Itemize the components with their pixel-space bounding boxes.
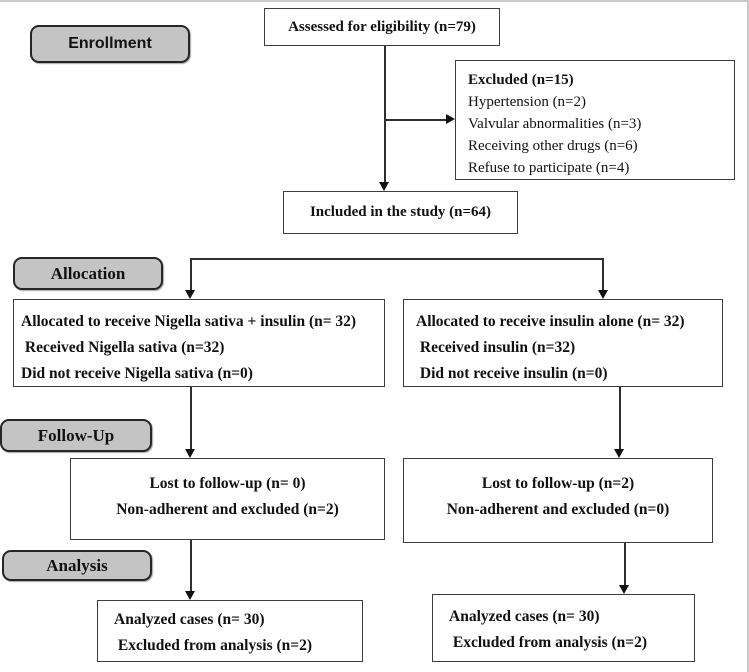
connector-alloc-followup-right <box>619 387 621 449</box>
allocation-left-line: Received Nigella sativa (n=32) <box>21 339 225 356</box>
followup-right-line: Non-adherent and excluded (n=0) <box>446 501 670 518</box>
allocation-right-line: Did not receive insulin (n=0) <box>416 365 608 382</box>
excluded-title: Excluded (n=15) <box>468 72 574 88</box>
box-followup-right: Lost to follow-up (n=2) Non-adherent and… <box>403 458 713 543</box>
box-assessed-eligibility: Assessed for eligibility (n=79) <box>264 8 500 46</box>
stage-label-analysis-text: Analysis <box>46 555 108 575</box>
analysis-right-line: Excluded from analysis (n=2) <box>449 634 648 651</box>
analysis-left-line: Analyzed cases (n= 30) <box>114 611 265 628</box>
box-allocation-left: Allocated to receive Nigella sativa + in… <box>13 299 385 387</box>
stage-label-followup: Follow-Up <box>0 419 152 452</box>
followup-left-line: Non-adherent and excluded (n=2) <box>116 501 339 518</box>
followup-left-line: Lost to follow-up (n= 0) <box>149 475 306 492</box>
connector-branch-right <box>602 258 604 291</box>
arrowhead-down-icon <box>598 290 608 299</box>
box-assessed-eligibility-text: Assessed for eligibility (n=79) <box>288 18 476 35</box>
arrowhead-right-icon <box>446 114 455 124</box>
box-included-study: Included in the study (n=64) <box>283 191 518 234</box>
box-followup-left: Lost to follow-up (n= 0) Non-adherent an… <box>70 458 385 540</box>
analysis-right-line: Analyzed cases (n= 30) <box>449 608 600 625</box>
stage-label-enrollment: Enrollment <box>30 25 190 63</box>
box-included-study-text: Included in the study (n=64) <box>309 204 492 220</box>
excluded-reason: Valvular abnormalities (n=3) <box>468 116 642 132</box>
box-allocation-right: Allocated to receive insulin alone (n= 3… <box>403 299 723 387</box>
stage-label-allocation-text: Allocation <box>50 263 126 283</box>
allocation-left-line: Allocated to receive Nigella sativa + in… <box>21 313 357 330</box>
allocation-right-line: Allocated to receive insulin alone (n= 3… <box>416 313 685 330</box>
stage-label-allocation: Allocation <box>13 257 163 290</box>
allocation-left-line: Did not receive Nigella sativa (n=0) <box>21 365 253 382</box>
box-excluded: Excluded (n=15) Hypertension (n=2) Valvu… <box>455 60 735 180</box>
stage-label-enrollment-text: Enrollment <box>68 35 152 52</box>
arrowhead-down-icon <box>185 591 195 600</box>
analysis-left-line: Excluded from analysis (n=2) <box>114 637 313 654</box>
excluded-reason: Refuse to participate (n=4) <box>468 160 630 176</box>
followup-right-line: Lost to follow-up (n=2) <box>481 475 635 492</box>
stage-label-followup-text: Follow-Up <box>37 425 115 445</box>
connector-followup-analysis-left <box>190 540 192 591</box>
connector-alloc-followup-left <box>190 387 192 449</box>
arrowhead-down-icon <box>379 182 389 191</box>
connector-branch-horizontal <box>190 258 604 260</box>
allocation-right-line: Received insulin (n=32) <box>416 339 576 356</box>
arrowhead-down-icon <box>614 449 624 458</box>
stage-label-analysis: Analysis <box>2 550 152 581</box>
connector-excluded <box>385 119 447 121</box>
box-analysis-left: Analyzed cases (n= 30) Excluded from ana… <box>97 600 363 662</box>
connector-branch-left <box>190 258 192 291</box>
excluded-reason: Receiving other drugs (n=6) <box>468 138 638 154</box>
excluded-reason: Hypertension (n=2) <box>468 94 587 110</box>
arrowhead-down-icon <box>185 290 195 299</box>
connector-followup-analysis-right <box>624 543 626 585</box>
arrowhead-down-icon <box>185 449 195 458</box>
connector-assessed-included <box>384 46 386 184</box>
box-analysis-right: Analyzed cases (n= 30) Excluded from ana… <box>432 594 695 662</box>
arrowhead-down-icon <box>619 585 629 594</box>
